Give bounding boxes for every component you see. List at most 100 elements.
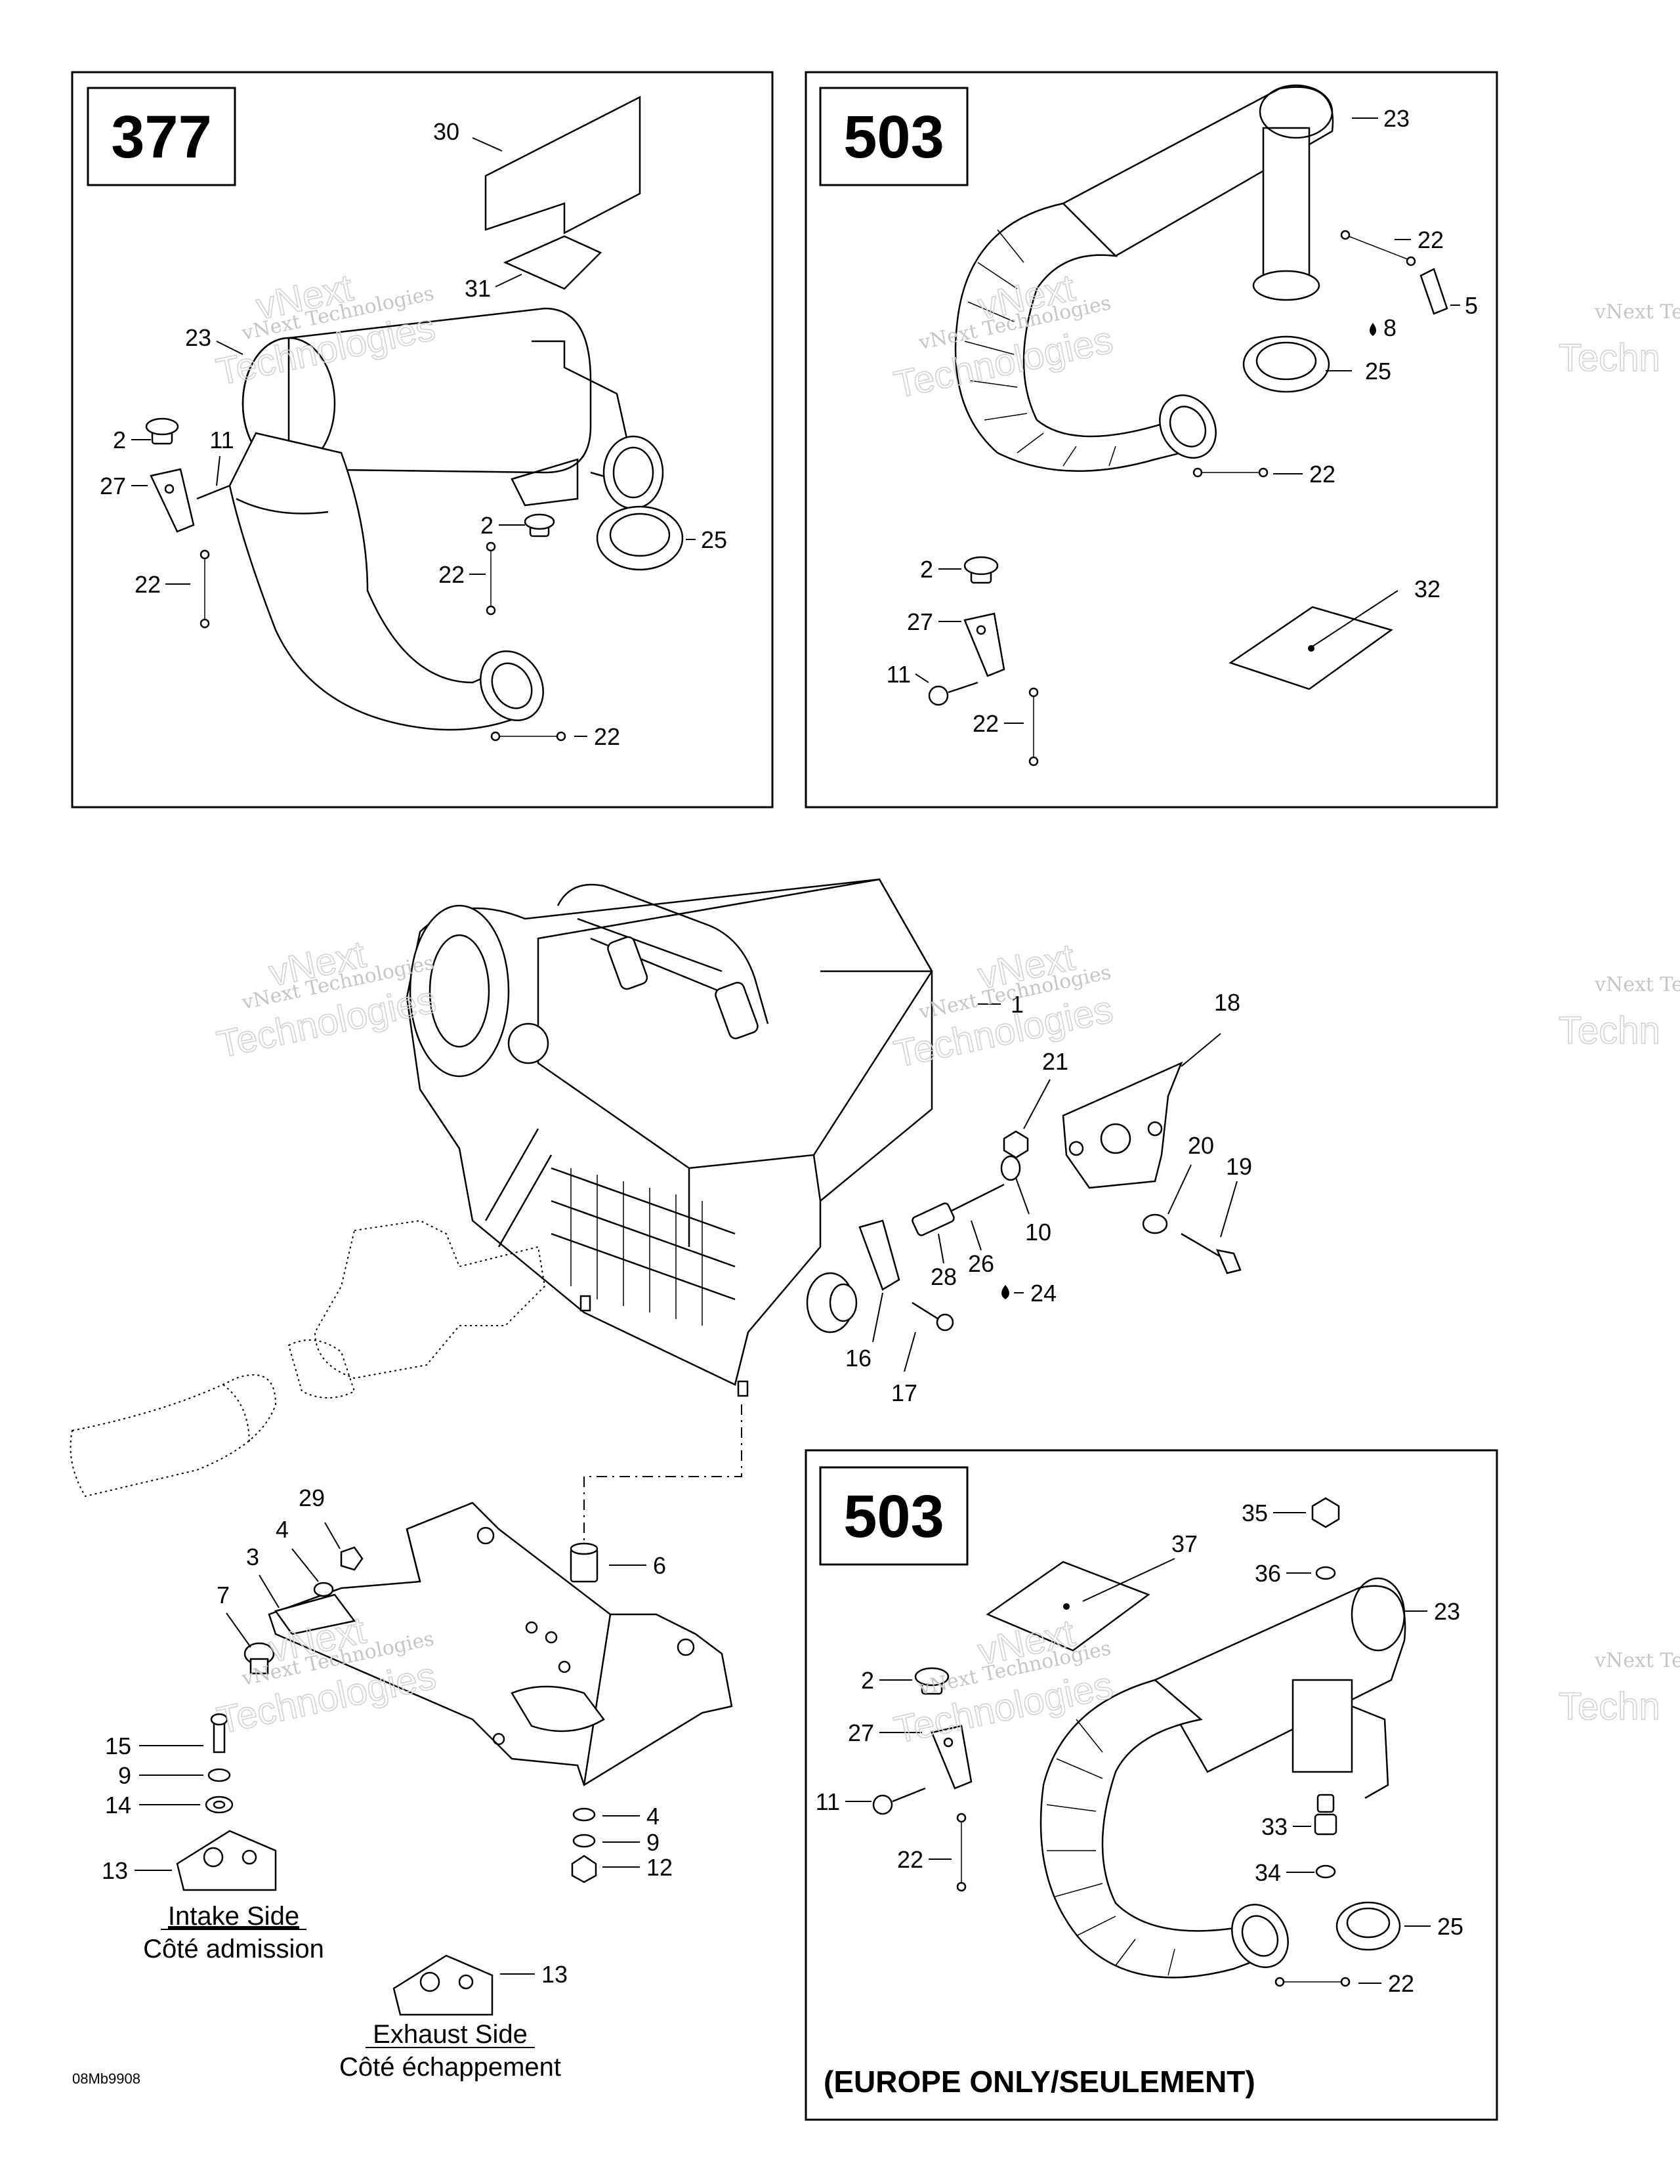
rubber-mount-7 bbox=[243, 1642, 275, 1675]
callout-28: 28 bbox=[931, 1263, 957, 1290]
washer-9b bbox=[572, 1834, 596, 1848]
callout-10: 10 bbox=[1025, 1219, 1051, 1246]
spring-22a bbox=[956, 1813, 967, 1892]
screw-2a bbox=[145, 417, 179, 445]
bracket-27 bbox=[150, 468, 195, 533]
bolt-19 bbox=[1181, 1232, 1242, 1274]
callout-19: 19 bbox=[1226, 1153, 1252, 1180]
callout-32: 32 bbox=[1414, 576, 1440, 602]
tuned-pipe bbox=[228, 432, 544, 731]
panel-503-exhaust: 503 bbox=[805, 71, 1498, 808]
intake-side-label-fr: Côté admission bbox=[143, 1935, 324, 1964]
screw-2 bbox=[914, 1667, 950, 1695]
spring-22b bbox=[486, 541, 496, 616]
bolt-11 bbox=[928, 681, 978, 706]
washer-20 bbox=[1142, 1213, 1168, 1234]
callout-3: 3 bbox=[246, 1544, 259, 1570]
bolt-15 bbox=[210, 1713, 228, 1754]
bracket-3 bbox=[274, 1593, 356, 1635]
bolt-11 bbox=[872, 1787, 926, 1815]
drop-24 bbox=[1001, 1285, 1009, 1299]
callout-25: 25 bbox=[701, 526, 727, 553]
washer-10 bbox=[1000, 1155, 1021, 1181]
spacer-6 bbox=[570, 1542, 598, 1583]
callout-13: 13 bbox=[541, 1961, 568, 1988]
gasket-25 bbox=[1335, 1901, 1401, 1951]
gasket-25 bbox=[596, 505, 684, 571]
svg-text:vNext Te: vNext Te bbox=[1594, 1649, 1680, 1672]
washer-4a bbox=[313, 1582, 334, 1597]
callout-22: 22 bbox=[897, 1846, 923, 1873]
callout-30: 30 bbox=[433, 118, 459, 145]
callout-12: 12 bbox=[646, 1854, 673, 1881]
callout-27: 27 bbox=[100, 472, 126, 499]
drop-8 bbox=[1370, 323, 1376, 336]
callout-4: 4 bbox=[276, 1516, 289, 1543]
spring-22c bbox=[490, 731, 566, 742]
callout-22: 22 bbox=[1309, 461, 1335, 488]
tuned-pipe-corrugated bbox=[954, 202, 1217, 472]
callout-33: 33 bbox=[1261, 1813, 1288, 1840]
callout-22: 22 bbox=[973, 710, 999, 737]
gasket-25 bbox=[1242, 335, 1330, 393]
callout-15: 15 bbox=[105, 1732, 131, 1759]
plate-32 bbox=[1228, 606, 1393, 690]
callout-31: 31 bbox=[465, 275, 491, 302]
callout-27: 27 bbox=[848, 1719, 874, 1746]
engine-mount-13-intake bbox=[176, 1830, 277, 1891]
nut-12 bbox=[571, 1855, 597, 1883]
callout-22: 22 bbox=[1388, 1970, 1414, 1997]
callout-2: 2 bbox=[920, 556, 933, 583]
stud-26 bbox=[944, 1183, 1005, 1215]
exhaust-side-label-fr: Côté échappement bbox=[339, 2053, 561, 2082]
washer-36 bbox=[1315, 1566, 1336, 1580]
callout-20: 20 bbox=[1188, 1132, 1214, 1159]
callout-35: 35 bbox=[1242, 1500, 1268, 1526]
heat-shield-plate-31 bbox=[503, 235, 602, 290]
clip-5 bbox=[1419, 268, 1448, 315]
callout-5: 5 bbox=[1465, 292, 1478, 319]
callout-11: 11 bbox=[209, 427, 234, 453]
nut-21 bbox=[1003, 1130, 1029, 1159]
callout-26: 26 bbox=[968, 1250, 994, 1277]
callout-9: 9 bbox=[646, 1829, 660, 1856]
callout-11: 11 bbox=[887, 661, 911, 688]
bracket-27 bbox=[931, 1725, 973, 1790]
watermark: vNext vNext Technologies Technologies bbox=[212, 266, 439, 394]
callout-7: 7 bbox=[217, 1582, 230, 1608]
callout-36: 36 bbox=[1255, 1560, 1281, 1587]
svg-text:Techn: Techn bbox=[1559, 1685, 1660, 1728]
callout-22: 22 bbox=[594, 723, 620, 750]
callout-27: 27 bbox=[907, 608, 933, 635]
callout-9: 9 bbox=[118, 1762, 131, 1789]
callout-16: 16 bbox=[845, 1345, 872, 1372]
bracket-18 bbox=[1062, 1061, 1183, 1189]
callout-23: 23 bbox=[1383, 105, 1410, 132]
callout-18: 18 bbox=[1214, 989, 1240, 1016]
callout-22: 22 bbox=[438, 561, 465, 588]
callout-34: 34 bbox=[1255, 1859, 1281, 1886]
watermark-cut: vNext Te Techn vNext Te Techn vNext Te T… bbox=[1558, 301, 1680, 1729]
engine-assembly bbox=[406, 878, 933, 1397]
callout-24: 24 bbox=[1030, 1280, 1057, 1307]
clip-16 bbox=[858, 1219, 900, 1291]
callout-4: 4 bbox=[646, 1803, 660, 1830]
callout-1: 1 bbox=[1011, 991, 1024, 1018]
spring-22c bbox=[1028, 687, 1039, 766]
drawing-code: 08Mb9908 bbox=[72, 2070, 140, 2087]
svg-text:vNext Te: vNext Te bbox=[1594, 301, 1680, 324]
panel-503-europe: 503 bbox=[805, 1449, 1498, 2121]
spacer-28 bbox=[912, 1202, 955, 1236]
callout-25: 25 bbox=[1365, 358, 1391, 385]
bracket-27 bbox=[963, 612, 1005, 677]
bolt-11 bbox=[196, 484, 230, 500]
screw-2b bbox=[524, 513, 555, 537]
spring-22a bbox=[1340, 230, 1416, 266]
screw-2 bbox=[963, 556, 999, 584]
muffler-23 bbox=[1061, 84, 1334, 301]
nut-29 bbox=[340, 1546, 364, 1571]
callout-22: 22 bbox=[1418, 226, 1444, 253]
screw-17 bbox=[912, 1301, 954, 1332]
svg-text:Techn: Techn bbox=[1559, 337, 1660, 379]
watermark: vNext vNext Technologies Technologies bbox=[213, 933, 440, 1067]
